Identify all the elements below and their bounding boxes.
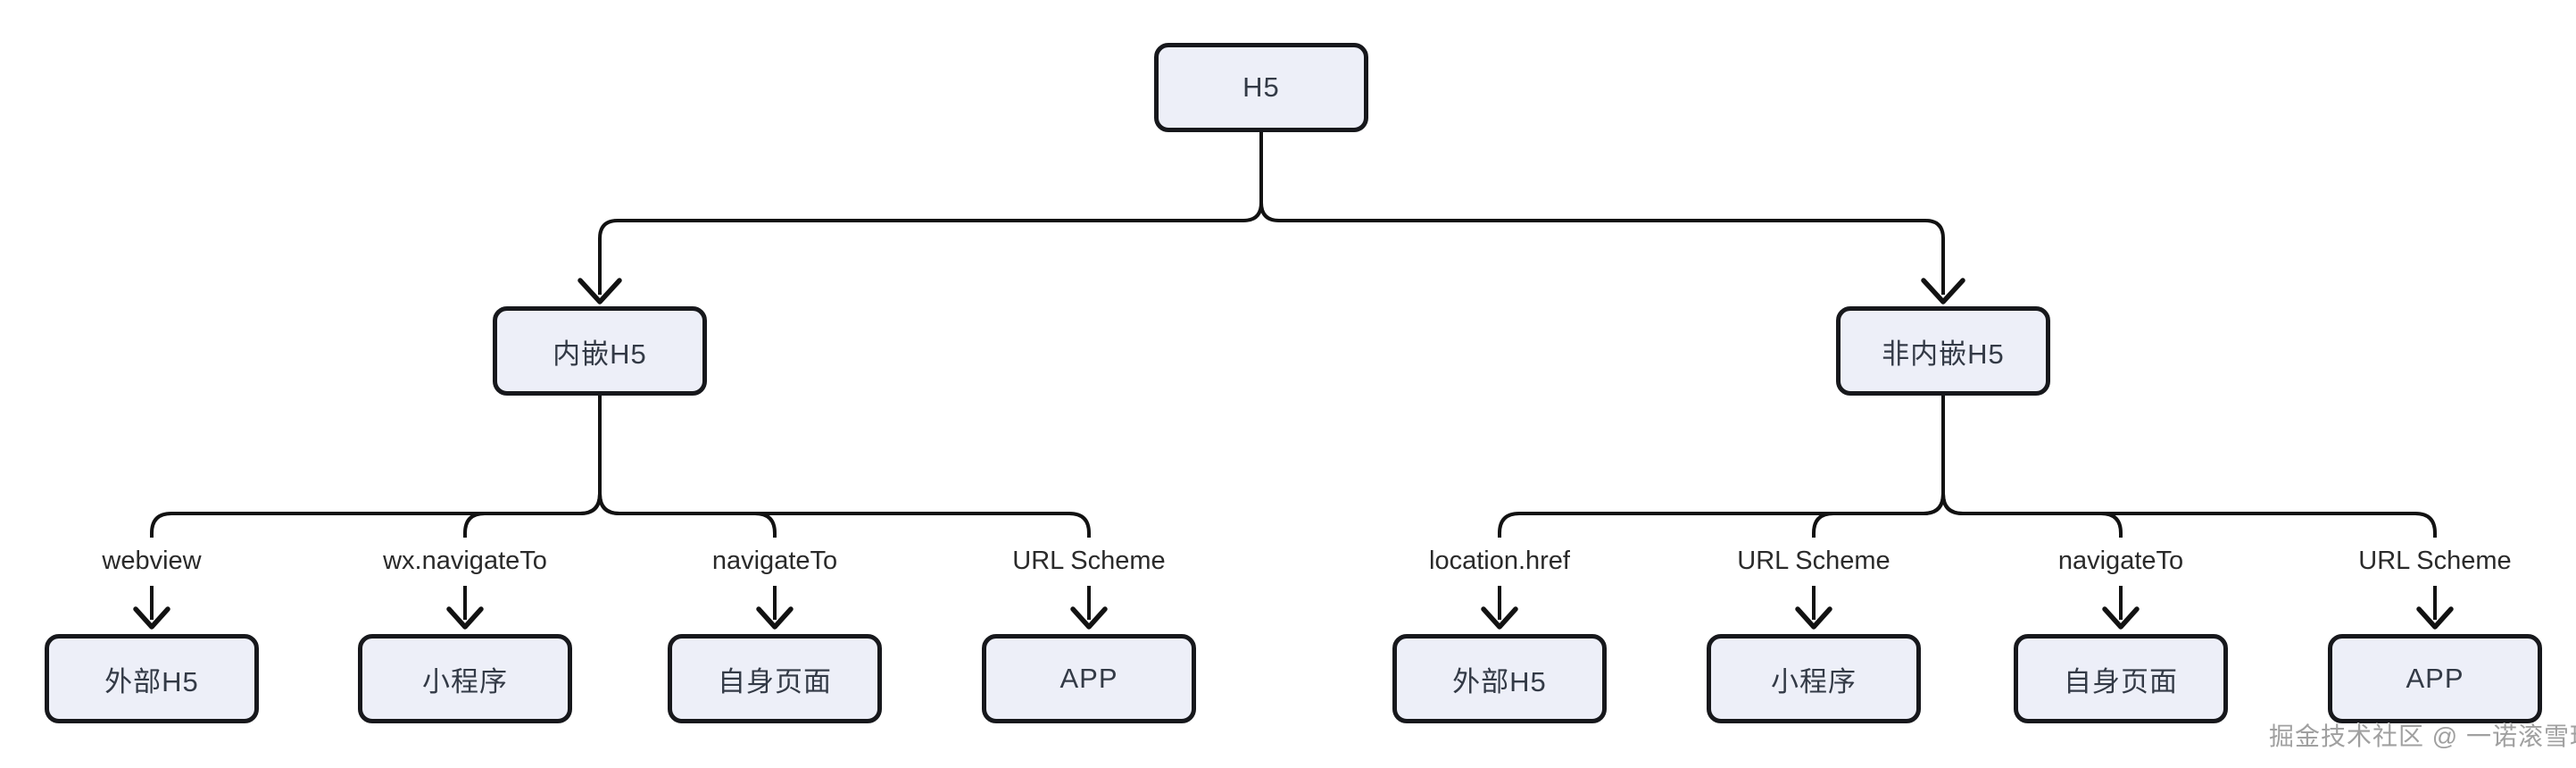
arrowhead-into-l1 [133,606,170,630]
edge-label-l7: navigateTo [2057,547,2184,575]
connector-root-b2 [1259,132,1945,295]
node-l5: 外部H5 [1392,634,1607,723]
edge-label-l1: webview [102,547,202,575]
node-b2: 非内嵌H5 [1836,306,2050,396]
connector-b1-l3 [598,396,777,538]
connector-b1-l4 [598,396,1091,538]
arrowhead-into-b1 [578,278,622,305]
edge-label-l8: URL Scheme [2358,547,2512,575]
edge-label-l5: location.href [1429,547,1570,575]
arrowhead-into-l8 [2416,606,2454,630]
edge-label-l2: wx.navigateTo [383,547,547,575]
edge-label-l6: URL Scheme [1737,547,1890,575]
node-l1: 外部H5 [45,634,259,723]
arrowhead-into-l2 [446,606,484,630]
connector-root-b1 [598,132,1263,295]
connector-b1-l2 [463,396,602,538]
arrowhead-into-l6 [1795,606,1832,630]
arrowhead-into-b2 [1921,278,1965,305]
watermark: 掘金技术社区 @ 一诺滚雪球 [2269,722,2576,750]
node-l7: 自身页面 [2014,634,2228,723]
node-root: H5 [1154,43,1368,132]
arrowhead-into-l7 [2102,606,2140,630]
edge-label-l4: URL Scheme [1012,547,1166,575]
node-l3: 自身页面 [668,634,882,723]
connector-b2-l5 [1498,396,1945,538]
arrowhead-into-l4 [1070,606,1108,630]
node-b1: 内嵌H5 [493,306,707,396]
connector-b1-l1 [150,396,602,538]
connector-b2-l8 [1941,396,2437,538]
arrowhead-into-l3 [756,606,794,630]
arrowhead-into-l5 [1481,606,1518,630]
node-l4: APP [982,634,1196,723]
node-l6: 小程序 [1707,634,1921,723]
node-l2: 小程序 [358,634,572,723]
connector-b2-l6 [1812,396,1945,538]
node-l8: APP [2328,634,2542,723]
connector-b2-l7 [1941,396,2123,538]
edge-label-l3: navigateTo [711,547,838,575]
